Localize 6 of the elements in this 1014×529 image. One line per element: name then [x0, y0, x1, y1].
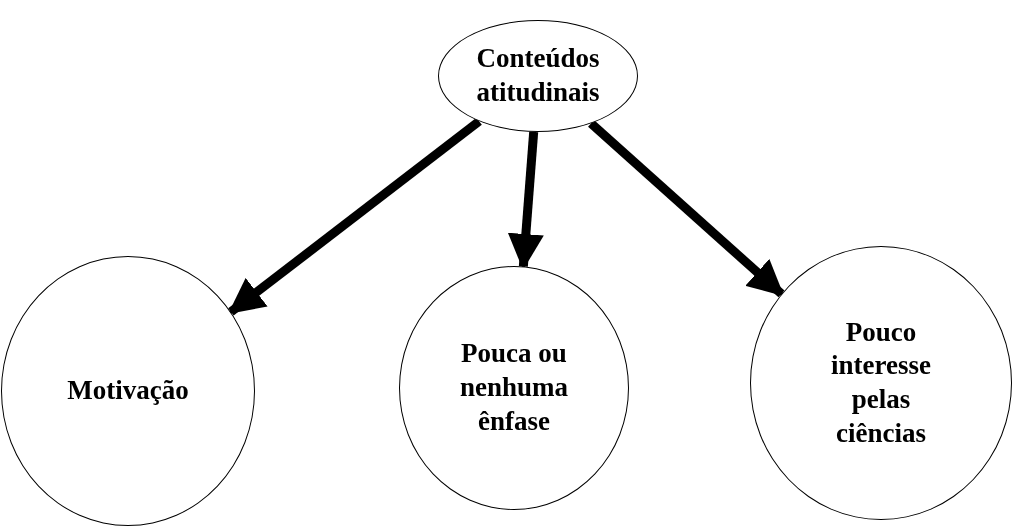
arrow [588, 120, 785, 298]
arrow [228, 117, 482, 316]
node-label: Motivação [67, 374, 189, 408]
node-label: Pouca ou nenhuma ênfase [458, 337, 569, 438]
node-label: Conteúdos atitudinais [475, 42, 601, 109]
node-label: Pouco interesse pelas ciências [830, 315, 932, 450]
